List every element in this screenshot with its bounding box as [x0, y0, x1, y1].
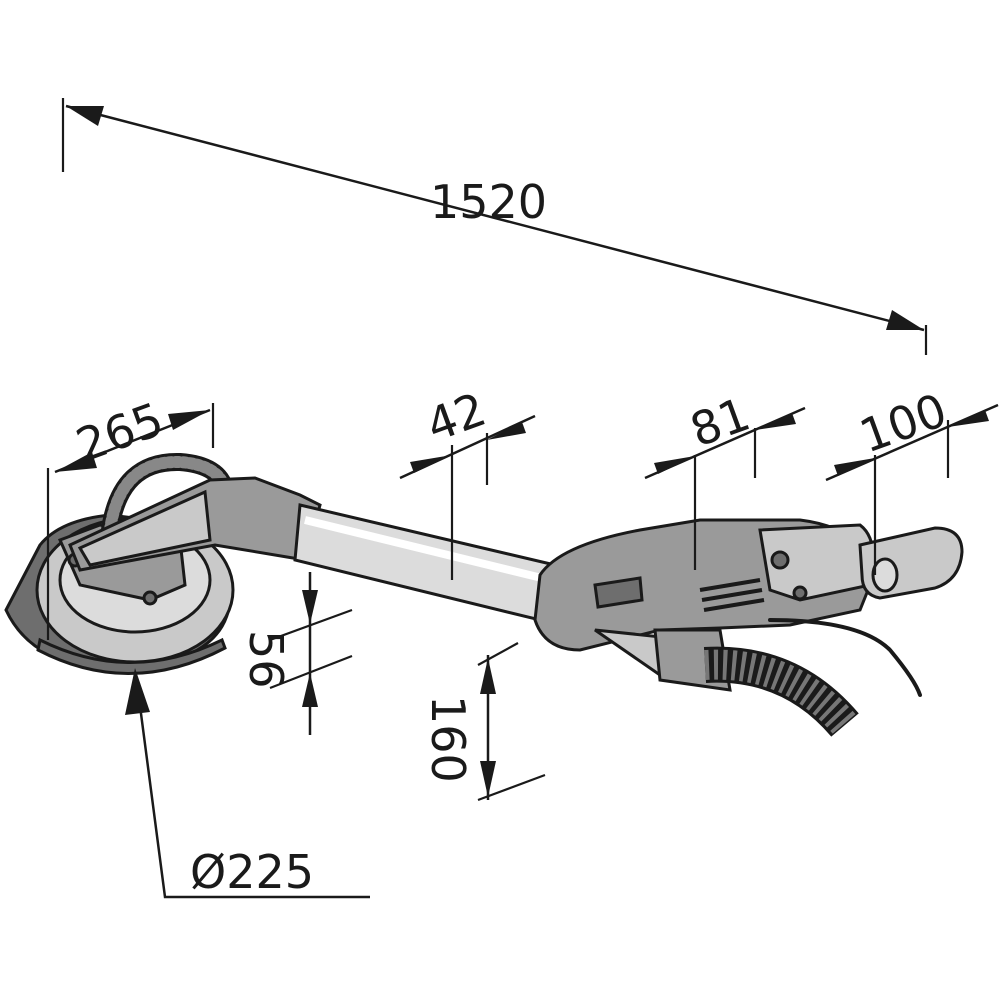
dimension-overall-length: 1520 [61, 98, 928, 355]
dimension-label-1520: 1520 [430, 175, 547, 229]
dimension-label-160: 160 [421, 695, 475, 783]
extension-tube [293, 503, 557, 622]
dimension-label-81: 81 [683, 387, 756, 458]
dimension-disc-diameter: Ø225 [125, 668, 370, 899]
dimension-motor-height: 160 [421, 642, 546, 802]
drywall-sander-illustration [4, 452, 964, 737]
dimension-label-42: 42 [419, 382, 492, 453]
dimension-label-56: 56 [239, 630, 293, 689]
dimension-head-height: 56 [239, 572, 353, 735]
power-cable [768, 618, 922, 697]
dimension-label-225: Ø225 [190, 845, 314, 899]
dimension-label-100: 100 [853, 383, 954, 464]
